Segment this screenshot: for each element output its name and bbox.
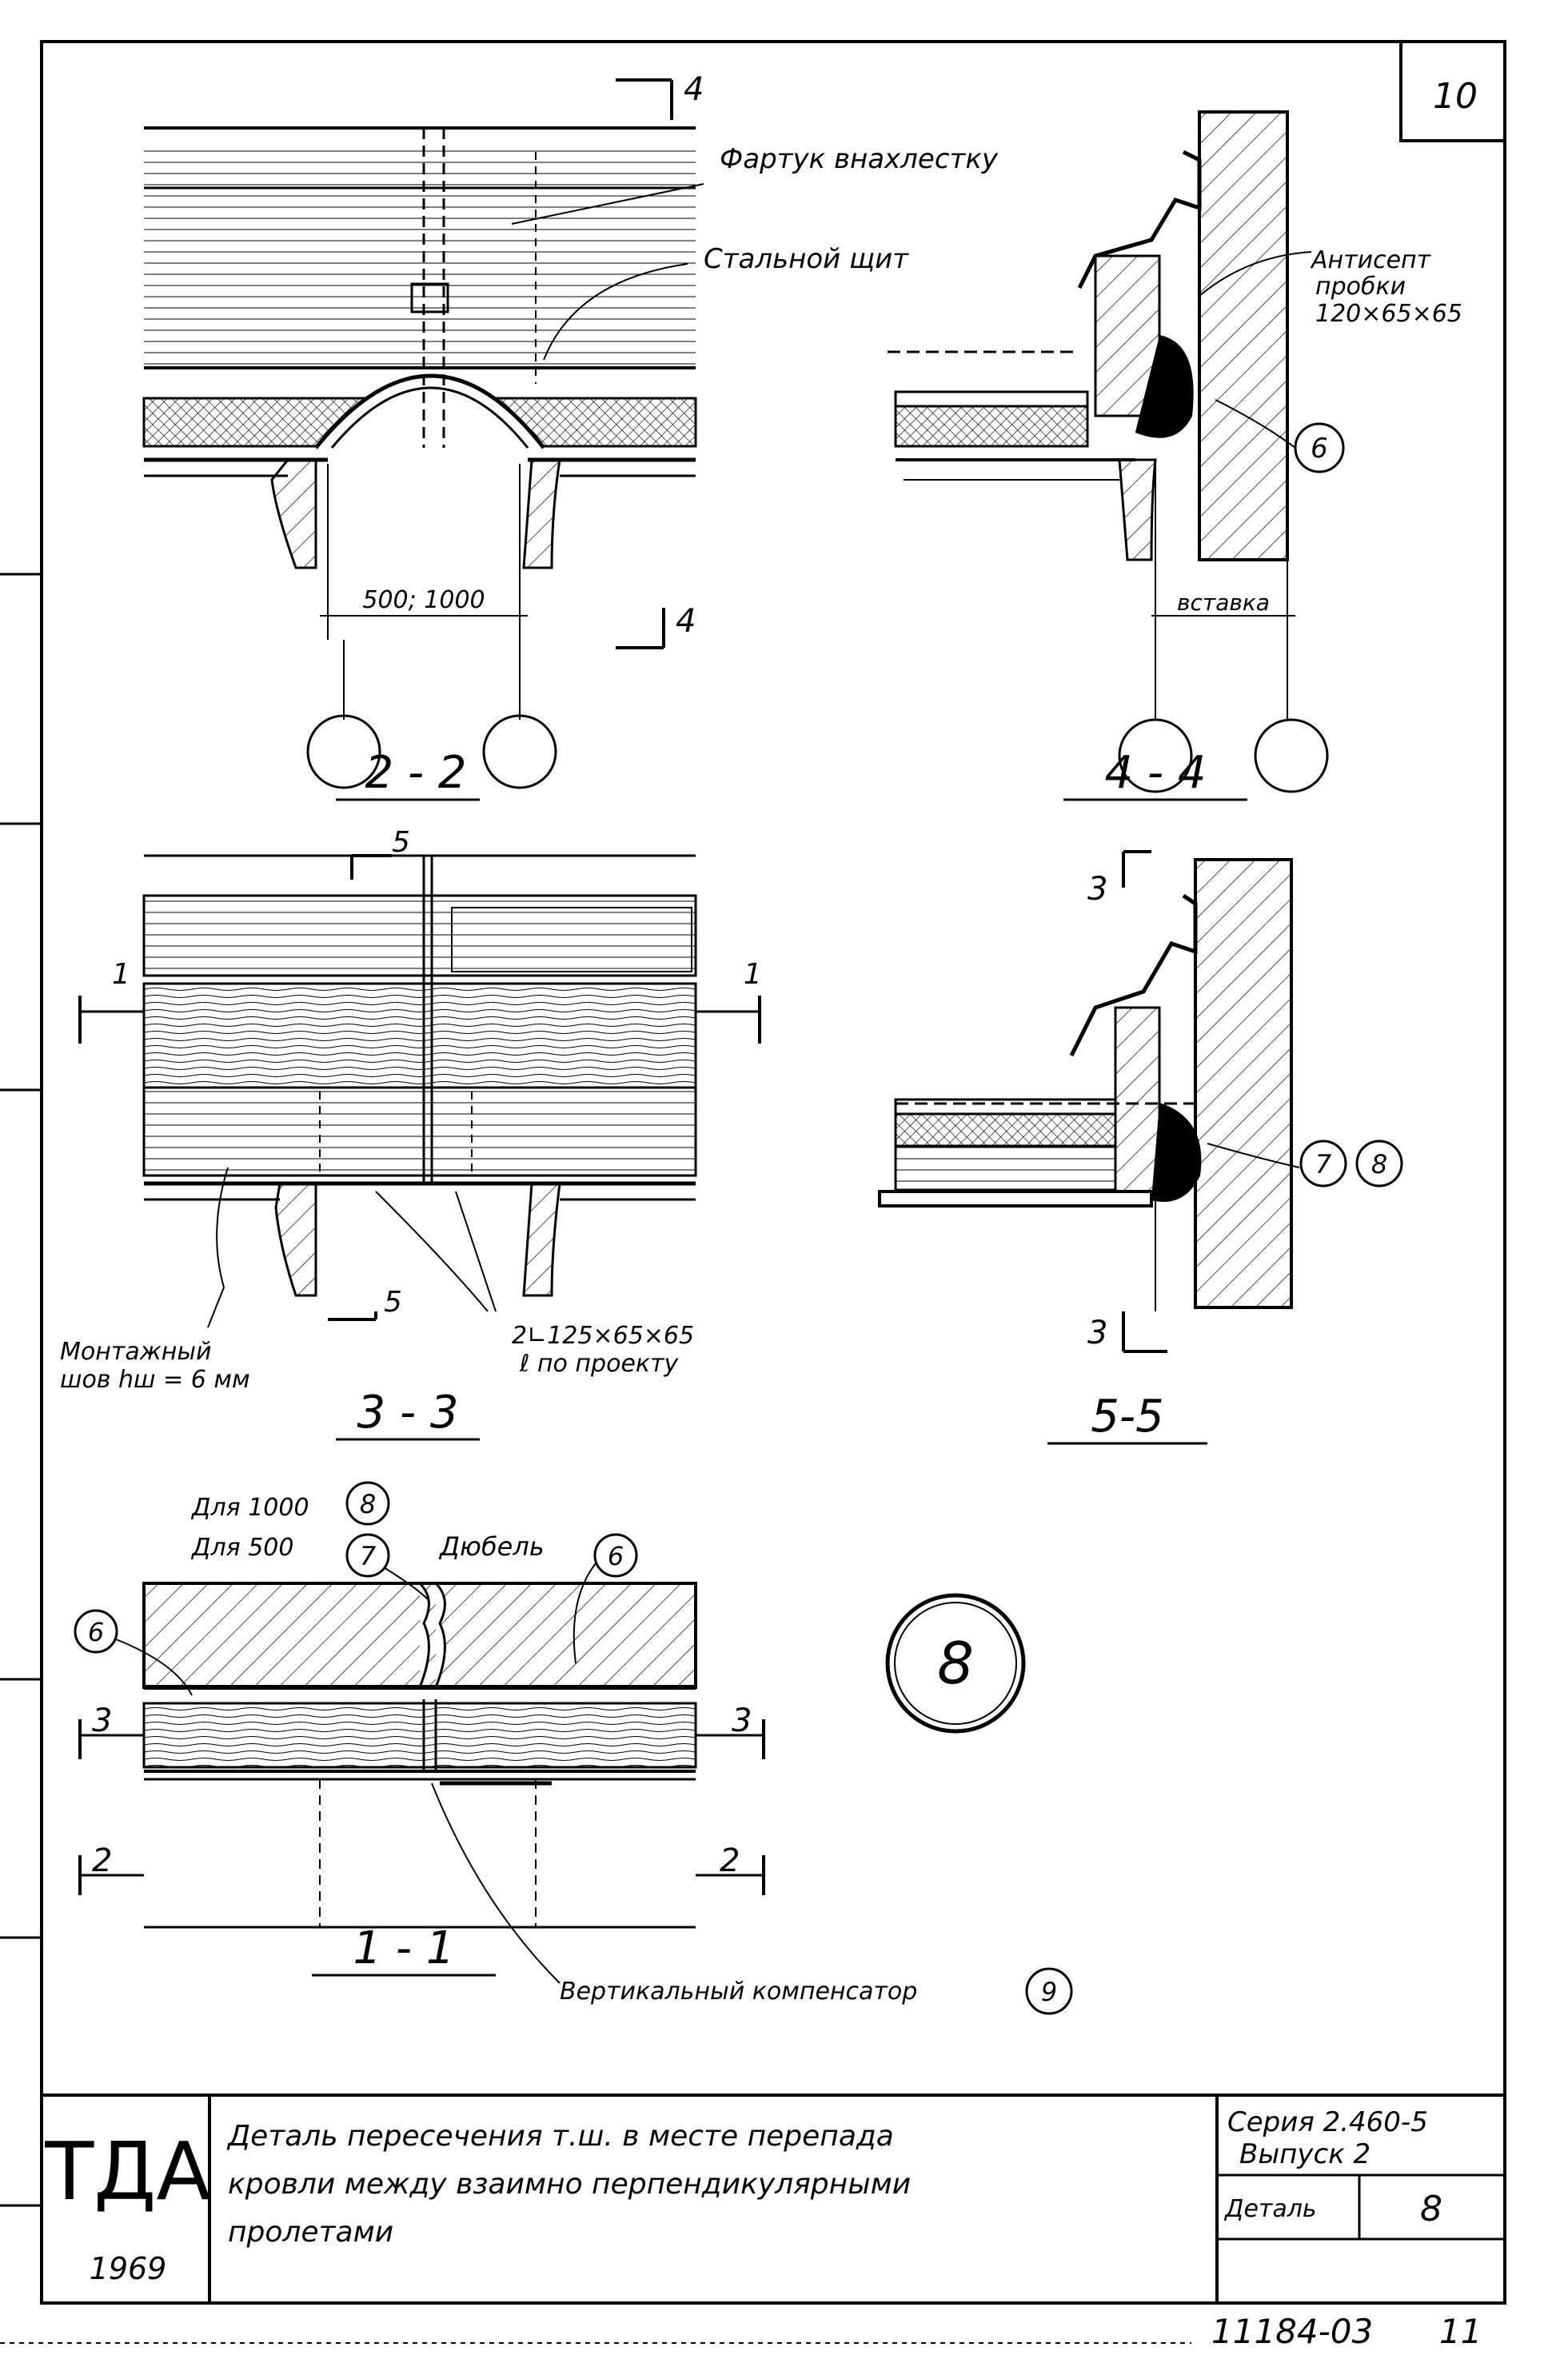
bottom-code: 11184-03 — [1211, 2312, 1373, 2351]
section-3-3-cut-mark-left: 1 — [112, 958, 130, 991]
section-4-4-antiseptic-label-1: Антисепт — [1310, 246, 1432, 274]
section-2-2-apron-label: Фартук внахлестку — [720, 143, 999, 175]
section-1-1-callout-6a: 6 — [88, 1617, 104, 1647]
section-3-3-weld-label-1: Монтажный — [60, 1338, 212, 1366]
section-3-3-cut-mark-bottom: 5 — [384, 1286, 402, 1319]
bottom-page: 11 — [1439, 2312, 1482, 2351]
section-1-1-callout-6b: 6 — [608, 1541, 624, 1571]
section-4-4-antiseptic-label-3: 120×65×65 — [1315, 300, 1462, 328]
section-5-5-callout-8: 8 — [1371, 1149, 1387, 1180]
section-3-3-weld-label-2: шов hш = 6 мм — [60, 1366, 250, 1394]
title-block-series-2: Выпуск 2 — [1239, 2138, 1371, 2170]
sheet-number: 10 — [1433, 76, 1478, 117]
section-5-5-callout-7: 7 — [1315, 1149, 1332, 1180]
section-4-4-insert-label: вставка — [1177, 589, 1270, 616]
section-1-1-cut-2-left: 2 — [92, 1842, 112, 1879]
section-2-2-dimension: 500; 1000 — [362, 586, 485, 614]
section-3-3-angle-label-1: 2∟125×65×65 — [512, 1322, 694, 1350]
title-block-year: 1969 — [90, 2251, 167, 2286]
section-1-1 — [74, 1481, 1073, 2015]
section-1-1-for-1000: Для 1000 — [190, 1494, 309, 1522]
section-2-2 — [142, 78, 704, 801]
section-2-2-cut-mark-top: 4 — [684, 71, 704, 108]
section-4-4-title: 4 - 4 — [1104, 747, 1206, 799]
title-block-description-1: Деталь пересечения т.ш. в месте перепада — [226, 2120, 894, 2153]
section-4-4 — [888, 110, 1345, 801]
sheet-frame — [0, 40, 1506, 2344]
section-1-1-callout-7: 7 — [360, 1541, 377, 1571]
section-3-3-angle-label-2: ℓ по проекту — [519, 1350, 679, 1378]
section-5-5-cut-mark-bottom: 3 — [1087, 1315, 1107, 1351]
section-2-2-cut-mark-bottom: 4 — [676, 603, 696, 640]
section-1-1-cut-3-right: 3 — [732, 1702, 752, 1739]
title-block-logo: ТДА — [44, 2125, 211, 2218]
title-block-description-3: пролетами — [228, 2216, 393, 2249]
section-5-5-title: 5-5 — [1091, 1391, 1163, 1443]
section-4-4-callout-6: 6 — [1311, 433, 1328, 465]
section-1-1-for-500: Для 500 — [190, 1534, 293, 1562]
detail-badge-number: 8 — [937, 1630, 974, 1697]
title-block-description-2: кровли между взаимно перпендикулярными — [228, 2168, 911, 2201]
section-5-5 — [878, 850, 1403, 1445]
section-3-3-cut-mark-top: 5 — [392, 826, 410, 859]
title-block-detail-value: 8 — [1420, 2189, 1442, 2229]
section-1-1-cut-3-left: 3 — [92, 1702, 112, 1739]
section-1-1-cut-2-right: 2 — [720, 1842, 740, 1879]
section-4-4-antiseptic-label-2: пробки — [1315, 273, 1406, 301]
section-1-1-callout-9: 9 — [1041, 1977, 1057, 2007]
section-2-2-title: 2 - 2 — [365, 747, 466, 799]
title-block — [42, 2094, 1505, 2303]
section-5-5-cut-mark-top: 3 — [1087, 871, 1107, 908]
title-block-series-1: Серия 2.460-5 — [1227, 2106, 1428, 2138]
section-1-1-title: 1 - 1 — [353, 1922, 454, 1974]
section-2-2-shield-label: Стальной щит — [704, 243, 909, 275]
section-1-1-compensator-label: Вертикальный компенсатор — [560, 1978, 917, 2006]
detail-badge-inner-circle — [894, 1602, 1017, 1725]
section-1-1-callout-8: 8 — [360, 1489, 376, 1519]
section-3-3-cut-mark-right: 1 — [744, 958, 762, 991]
section-3-3 — [78, 854, 761, 1441]
title-block-detail-label: Деталь — [1223, 2195, 1317, 2223]
section-3-3-title: 3 - 3 — [357, 1387, 458, 1439]
section-1-1-dowel-label: Дюбель — [438, 1531, 545, 1562]
detail-badge-circle — [885, 1593, 1026, 1734]
